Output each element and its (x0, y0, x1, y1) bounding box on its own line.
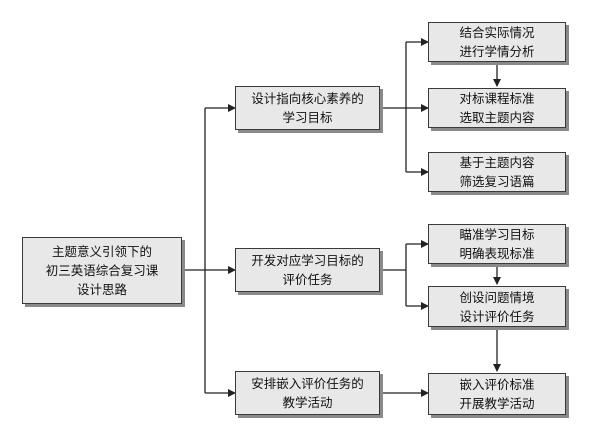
step-node-5: 创设问题情境 设计评价任务 (428, 286, 566, 327)
step-node-line-2: 设计评价任务 (459, 308, 535, 324)
branch-node-line-2: 评价任务 (282, 272, 333, 287)
step-node-4: 瞄准学习目标 明确表现标准 (428, 224, 566, 264)
root-node-line-2: 初三英语综合复习课 (45, 263, 159, 278)
branch-node-line-2: 学习目标 (282, 110, 333, 125)
branch-node-activities: 安排嵌入评价任务的 教学活动 (235, 371, 380, 415)
branch-node-assessment: 开发对应学习目标的 评价任务 (235, 248, 380, 292)
step-node-line-1: 结合实际情况 (459, 25, 535, 40)
step-node-line-1: 基于主题内容 (459, 155, 535, 170)
branch-node-line-2: 教学活动 (282, 395, 333, 410)
step-node-line-1: 瞄准学习目标 (459, 227, 535, 242)
branch-node-line-1: 设计指向核心素养的 (251, 91, 364, 106)
step-node-2: 对标课程标准 选取主题内容 (428, 88, 566, 128)
step-node-line-2: 进行学情分析 (459, 44, 535, 59)
step-node-line-2: 筛选复习语篇 (459, 174, 535, 189)
root-node-line-3: 设计思路 (76, 282, 127, 297)
step-node-6: 嵌入评价标准 开展教学活动 (428, 373, 566, 415)
step-node-line-2: 选取主题内容 (459, 110, 535, 125)
step-node-line-1: 创设问题情境 (459, 289, 535, 305)
step-node-1: 结合实际情况 进行学情分析 (428, 22, 566, 62)
step-node-line-1: 嵌入评价标准 (459, 377, 535, 392)
branch-node-objectives: 设计指向核心素养的 学习目标 (235, 86, 380, 130)
step-node-line-2: 明确表现标准 (459, 246, 535, 261)
branch-node-line-1: 开发对应学习目标的 (251, 253, 364, 268)
step-node-line-1: 对标课程标准 (459, 91, 535, 106)
step-node-3: 基于主题内容 筛选复习语篇 (428, 152, 566, 192)
branch-node-line-1: 安排嵌入评价任务的 (251, 376, 364, 391)
root-node: 主题意义引领下的 初三英语综合复习课 设计思路 (22, 237, 182, 304)
step-node-line-2: 开展教学活动 (459, 396, 535, 411)
root-node-line-1: 主题意义引领下的 (51, 244, 152, 259)
